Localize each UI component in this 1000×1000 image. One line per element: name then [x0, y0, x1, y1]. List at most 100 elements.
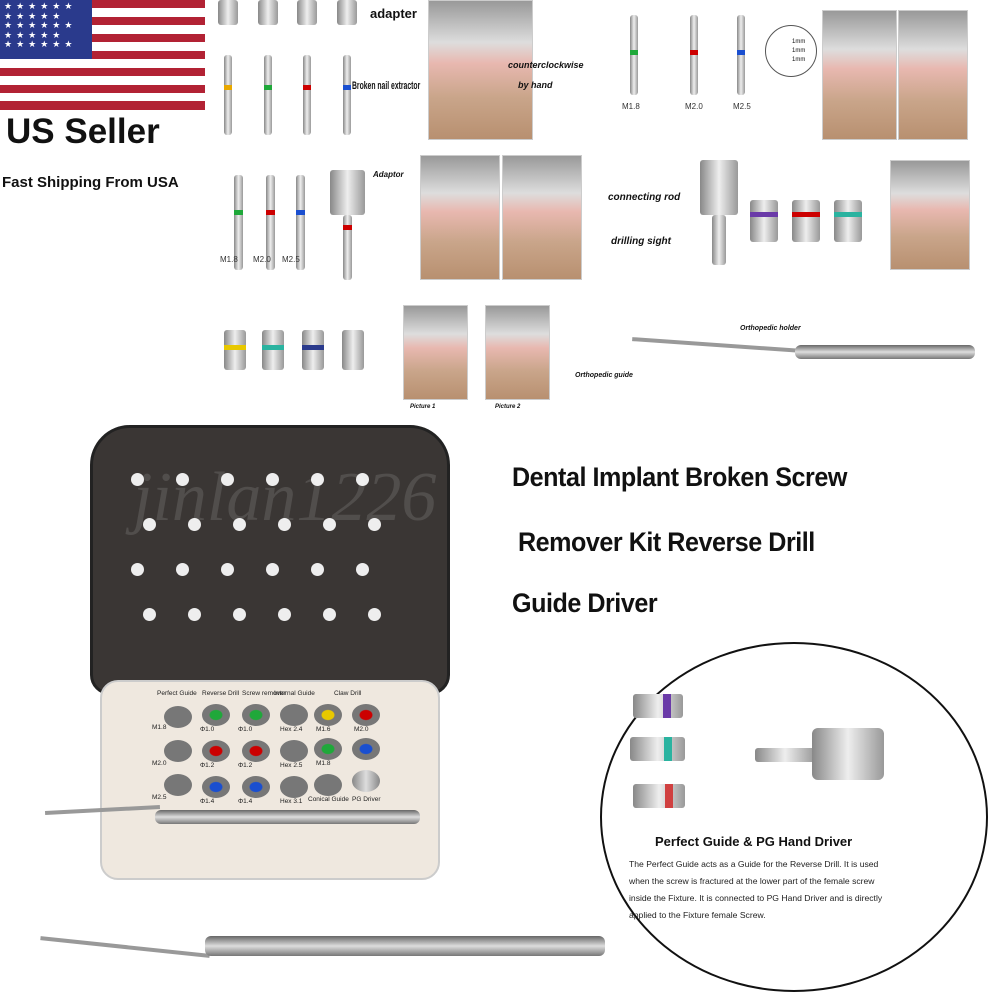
kit-label: Φ1.2 [200, 762, 215, 769]
implant-photo [890, 160, 970, 270]
shipping-label: Fast Shipping From USA [2, 174, 179, 191]
guide-part [792, 200, 820, 242]
section-label: Screw remover [242, 690, 286, 697]
perfect-guide [630, 737, 685, 761]
guide-label: Orthopedic guide [575, 372, 633, 379]
lid-hole [233, 518, 246, 531]
implant-photo [420, 155, 500, 280]
lid-hole [356, 563, 369, 576]
lid-hole [221, 473, 234, 486]
lid-hole [278, 518, 291, 531]
drill-tool [737, 15, 745, 95]
adaptor-label: Adaptor [373, 170, 404, 179]
kit-tray: Perfect Guide Reverse Drill Screw remove… [100, 680, 440, 880]
tray-well [164, 774, 192, 796]
tray-well [352, 738, 380, 760]
tray-well [202, 740, 230, 762]
tray-well [280, 740, 308, 762]
product-title-line1: Dental Implant Broken Screw [512, 462, 847, 492]
picture-2-label: Picture 2 [495, 404, 521, 410]
lid-hole [311, 473, 324, 486]
adapter-part [218, 0, 238, 25]
drill-tool [234, 175, 243, 270]
picture-1 [403, 305, 468, 400]
extractor-tool [264, 55, 272, 135]
drill-tool [266, 175, 275, 270]
lid-hole [143, 518, 156, 531]
guide-part [224, 330, 246, 370]
lid-hole [143, 608, 156, 621]
adapter-part [337, 0, 357, 25]
kit-label: Φ1.2 [238, 762, 253, 769]
implant-photo [822, 10, 897, 140]
tray-well [242, 740, 270, 762]
tray-well [242, 776, 270, 798]
holder-handle [205, 936, 605, 956]
section-label: Internal Guide [274, 690, 315, 697]
kit-label: M1.8 [316, 760, 331, 767]
product-title-line2: Remover Kit Reverse Drill [518, 527, 815, 557]
kit-label: M2.5 [152, 794, 167, 801]
guide-part [750, 200, 778, 242]
lid-hole [233, 608, 246, 621]
info-heading: Perfect Guide & PG Hand Driver [655, 834, 853, 849]
extractor-tool [303, 55, 311, 135]
lid-hole [356, 473, 369, 486]
size-label: M2.5 [282, 255, 300, 264]
lid-hole [323, 608, 336, 621]
perfect-guide [633, 694, 683, 718]
drill-tool [296, 175, 305, 270]
kit-label: Hex 2.5 [280, 762, 303, 769]
kit-label: Φ1.0 [200, 726, 215, 733]
drilling-sight-label: drilling sight [611, 236, 671, 247]
tray-well [314, 738, 342, 760]
scale-label: 1mm [792, 48, 806, 54]
adapter-part [258, 0, 278, 25]
info-body: The Perfect Guide acts as a Guide for th… [629, 859, 883, 920]
holder-shaft [632, 337, 802, 353]
implant-photo [428, 0, 533, 140]
adapter-label: adapter [370, 6, 417, 21]
tray-well [280, 704, 308, 726]
lid-hole [368, 518, 381, 531]
tray-well [202, 704, 230, 726]
tray-well [352, 704, 380, 726]
lid-hole [176, 563, 189, 576]
drilling-sight [712, 215, 726, 265]
extractor-tool [224, 55, 232, 135]
connecting-rod [700, 160, 738, 215]
info-circle [600, 642, 988, 992]
flag-stars: ★★★★★★★★★★★★★★★★★★★★★★★★★★★★ [0, 0, 92, 59]
pg-driver-shaft [755, 748, 815, 762]
watermark: jinlan1226 [133, 459, 437, 536]
kit-case-lid: jinlan1226 [90, 425, 450, 695]
kit-holder-handle [155, 810, 420, 824]
tray-well [314, 704, 342, 726]
extractor-label: Broken nail extractor [352, 80, 421, 92]
guide-part [834, 200, 862, 242]
tray-well [164, 740, 192, 762]
kit-label: Φ1.4 [200, 798, 215, 805]
picture-2 [485, 305, 550, 400]
size-label: M2.0 [685, 102, 703, 111]
size-label: M1.8 [622, 102, 640, 111]
kit-label: PG Driver [352, 796, 381, 803]
kit-label: M1.8 [152, 724, 167, 731]
kit-label: Φ1.0 [238, 726, 253, 733]
lid-hole [221, 563, 234, 576]
kit-label: M1.6 [316, 726, 331, 733]
tray-well [164, 706, 192, 728]
kit-label: Hex 2.4 [280, 726, 303, 733]
lid-hole [188, 518, 201, 531]
tray-well [280, 776, 308, 798]
adaptor-part [330, 170, 365, 215]
adaptor-shaft [343, 215, 352, 280]
adapter-part [297, 0, 317, 25]
lid-hole [131, 563, 144, 576]
kit-label: M2.0 [152, 760, 167, 767]
kit-label: Hex 3.1 [280, 798, 303, 805]
lid-hole [188, 608, 201, 621]
lid-hole [323, 518, 336, 531]
pg-hand-driver [812, 728, 884, 780]
